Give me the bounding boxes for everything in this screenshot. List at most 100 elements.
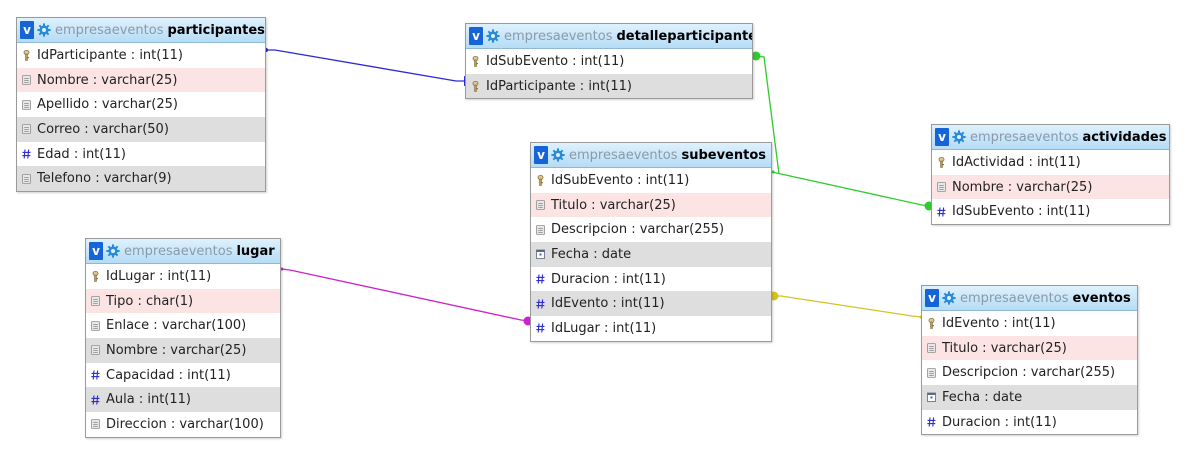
text-field-icon bbox=[927, 367, 936, 378]
field-row[interactable]: Fecha : date bbox=[922, 385, 1137, 410]
key-icon bbox=[471, 80, 480, 92]
field-label: Nombre : varchar(25) bbox=[952, 179, 1093, 195]
field-row[interactable]: IdActividad : int(11) bbox=[932, 150, 1169, 175]
number-field-icon bbox=[937, 206, 946, 217]
date-field-icon bbox=[536, 249, 545, 260]
field-row[interactable]: IdLugar : int(11) bbox=[531, 316, 771, 341]
relation-lugar-subeventos bbox=[280, 267, 533, 326]
field-row[interactable]: Titulo : varchar(25) bbox=[922, 335, 1137, 361]
field-label: Nombre : varchar(25) bbox=[106, 342, 247, 358]
table-name: actividades bbox=[1082, 129, 1167, 145]
field-row[interactable]: Telefono : varchar(9) bbox=[17, 166, 265, 192]
field-label: Titulo : varchar(25) bbox=[551, 197, 676, 213]
text-field-icon bbox=[91, 419, 100, 430]
field-row[interactable]: Capacidad : int(11) bbox=[86, 363, 280, 388]
text-field-icon bbox=[22, 75, 31, 86]
gear-icon[interactable] bbox=[942, 291, 956, 305]
database-name: empresaeventos bbox=[124, 243, 233, 259]
field-label: Enlace : varchar(100) bbox=[106, 318, 247, 334]
number-field-icon bbox=[91, 370, 100, 381]
field-label: Titulo : varchar(25) bbox=[942, 340, 1067, 356]
collapse-toggle-button[interactable]: v bbox=[469, 27, 483, 45]
field-row[interactable]: IdLugar : int(11) bbox=[86, 264, 280, 289]
gear-icon[interactable] bbox=[37, 23, 51, 37]
field-label: Fecha : date bbox=[942, 389, 1023, 405]
field-label: Descripcion : varchar(255) bbox=[551, 222, 725, 238]
number-field-icon bbox=[927, 417, 936, 428]
gear-icon[interactable] bbox=[952, 130, 966, 144]
field-label: Edad : int(11) bbox=[37, 146, 126, 162]
field-row[interactable]: Nombre : varchar(25) bbox=[86, 338, 280, 363]
text-field-icon bbox=[91, 320, 100, 331]
field-label: Direccion : varchar(100) bbox=[106, 416, 264, 432]
field-row[interactable]: IdParticipante : int(11) bbox=[466, 73, 752, 99]
number-field-icon bbox=[91, 394, 100, 405]
gear-icon[interactable] bbox=[551, 148, 565, 162]
field-row[interactable]: Edad : int(11) bbox=[17, 142, 265, 167]
field-label: Capacidad : int(11) bbox=[106, 367, 231, 383]
text-field-icon bbox=[536, 224, 545, 235]
date-field-icon bbox=[927, 392, 936, 403]
field-label: IdActividad : int(11) bbox=[952, 154, 1081, 170]
number-field-icon bbox=[22, 149, 31, 160]
field-label: Duracion : int(11) bbox=[551, 271, 666, 287]
database-name: empresaeventos bbox=[504, 28, 613, 44]
field-row[interactable]: Apellido : varchar(25) bbox=[17, 92, 265, 117]
gear-icon[interactable] bbox=[106, 244, 120, 258]
collapse-toggle-button[interactable]: v bbox=[20, 21, 34, 39]
text-field-icon bbox=[22, 99, 31, 110]
text-field-icon bbox=[91, 345, 100, 356]
collapse-toggle-button[interactable]: v bbox=[925, 289, 939, 307]
relation-subeventos-green bbox=[751, 51, 934, 211]
table-name: detalleparticipante bbox=[616, 28, 752, 44]
gear-icon[interactable] bbox=[486, 29, 500, 43]
field-label: Duracion : int(11) bbox=[942, 414, 1057, 430]
relation-participantes-detalleparticipante bbox=[263, 47, 469, 86]
key-icon bbox=[91, 270, 100, 282]
field-row[interactable]: IdSubEvento : int(11) bbox=[932, 199, 1169, 224]
field-row[interactable]: IdSubEvento : int(11) bbox=[531, 168, 771, 193]
field-row[interactable]: Correo : varchar(50) bbox=[17, 117, 265, 142]
field-row[interactable]: Fecha : date bbox=[531, 242, 771, 267]
field-label: IdLugar : int(11) bbox=[551, 320, 657, 336]
field-row[interactable]: Nombre : varchar(25) bbox=[17, 67, 265, 93]
field-row[interactable]: Descripcion : varchar(255) bbox=[531, 217, 771, 242]
collapse-toggle-button[interactable]: v bbox=[935, 128, 949, 146]
field-label: Fecha : date bbox=[551, 246, 632, 262]
field-row[interactable]: Aula : int(11) bbox=[86, 387, 280, 413]
text-field-icon bbox=[937, 182, 946, 193]
field-row[interactable]: IdEvento : int(11) bbox=[531, 291, 771, 317]
field-row[interactable]: IdEvento : int(11) bbox=[922, 311, 1137, 336]
collapse-toggle-button[interactable]: v bbox=[534, 146, 548, 164]
table-name: eventos bbox=[1072, 290, 1131, 306]
field-label: IdLugar : int(11) bbox=[106, 268, 212, 284]
field-label: Telefono : varchar(9) bbox=[37, 171, 172, 187]
key-icon bbox=[471, 55, 480, 67]
field-row[interactable]: IdParticipante : int(11) bbox=[17, 43, 265, 68]
collapse-toggle-button[interactable]: v bbox=[89, 242, 103, 260]
field-label: Nombre : varchar(25) bbox=[37, 72, 178, 88]
text-field-icon bbox=[22, 173, 31, 184]
field-row[interactable]: IdSubEvento : int(11) bbox=[466, 49, 752, 74]
field-row[interactable]: Titulo : varchar(25) bbox=[531, 192, 771, 218]
field-row[interactable]: Duracion : int(11) bbox=[922, 410, 1137, 435]
field-row[interactable]: Duracion : int(11) bbox=[531, 267, 771, 292]
field-row[interactable]: Nombre : varchar(25) bbox=[932, 174, 1169, 200]
field-row[interactable]: Enlace : varchar(100) bbox=[86, 313, 280, 338]
field-row[interactable]: Direccion : varchar(100) bbox=[86, 412, 280, 437]
field-label: IdSubEvento : int(11) bbox=[486, 53, 625, 69]
field-row[interactable]: Descripcion : varchar(255) bbox=[922, 360, 1137, 385]
field-row[interactable]: Tipo : char(1) bbox=[86, 288, 280, 314]
